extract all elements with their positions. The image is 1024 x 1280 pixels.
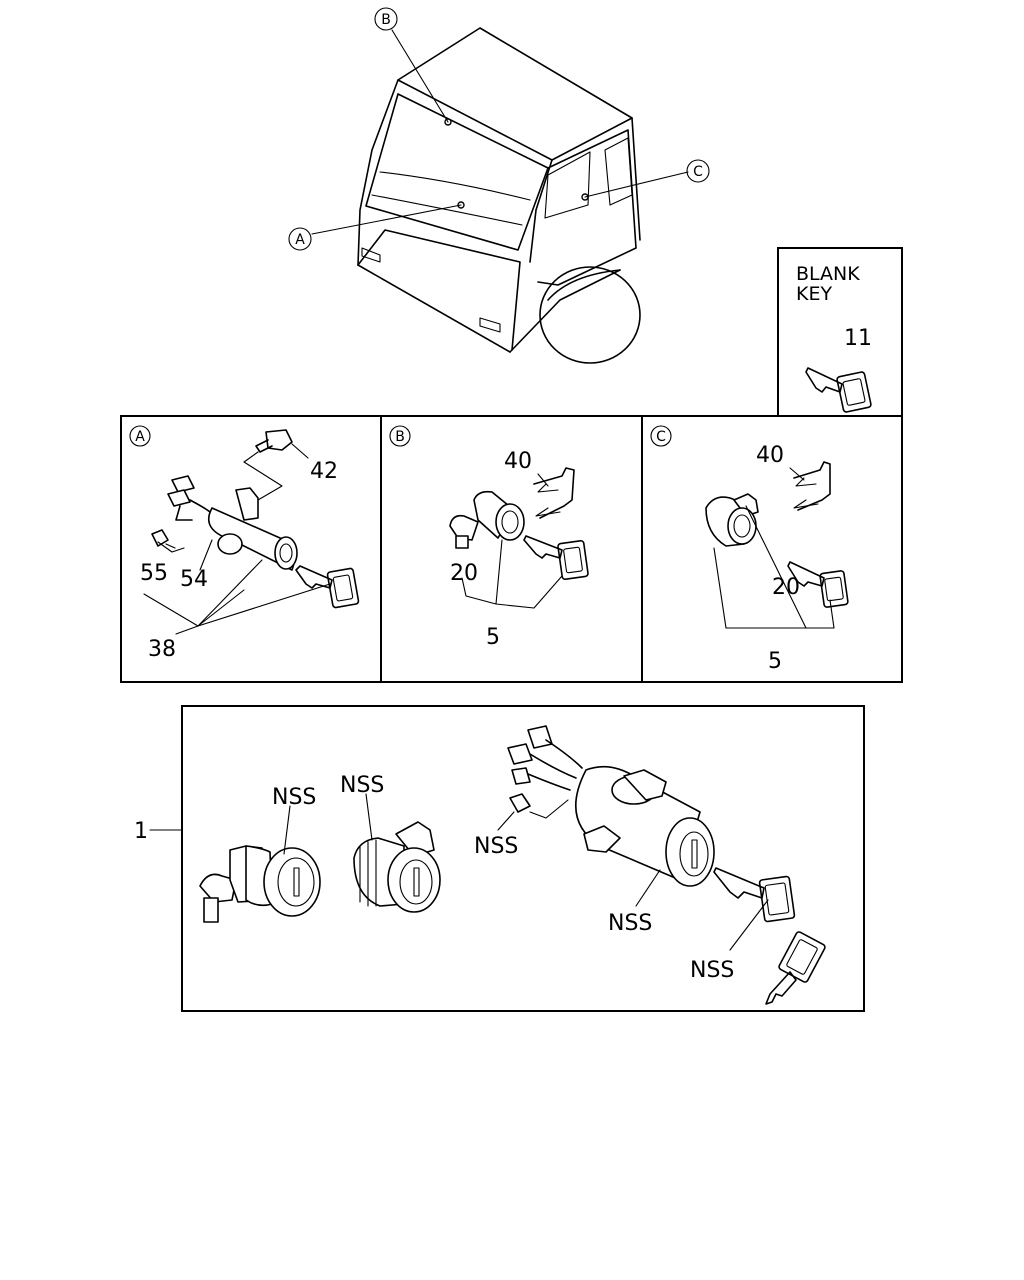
nss-label-3: NSS	[474, 834, 518, 859]
nss-label-4: NSS	[608, 911, 652, 936]
key-icon	[295, 565, 360, 609]
part-label-11: 11	[844, 326, 872, 351]
part-label-54: 54	[180, 567, 208, 592]
svg-text:C: C	[693, 164, 703, 180]
detail-view-b: B 40 20 5	[389, 425, 589, 650]
view-callout-b: B	[374, 7, 398, 31]
part-label-1: 1	[134, 819, 148, 844]
key-icon	[523, 535, 589, 581]
key-icon	[787, 561, 849, 608]
view-callout-c: C	[686, 159, 710, 183]
part-label-55: 55	[140, 561, 168, 586]
nss-label-1: NSS	[272, 785, 316, 810]
detail-view-c: C 40 20 5	[650, 425, 849, 674]
key-icon	[805, 367, 872, 413]
view-callout-a: A	[288, 227, 312, 251]
svg-text:B: B	[395, 429, 405, 445]
key-icon	[765, 931, 826, 1005]
nss-label-2: NSS	[340, 773, 384, 798]
truck-cab-illustration	[311, 27, 689, 364]
part-label-42: 42	[310, 459, 338, 484]
detail-view-a: A 42 55 54	[129, 425, 360, 662]
bolt-icon	[255, 429, 293, 453]
ignition-switch	[507, 725, 715, 887]
blank-key-box: BLANK KEY 11	[777, 247, 903, 417]
door-lock-cylinder-2	[353, 821, 441, 913]
part-label-40: 40	[504, 449, 532, 474]
part-label-5: 5	[768, 649, 782, 674]
svg-text:A: A	[135, 429, 145, 445]
door-lock-cylinder-1	[199, 845, 321, 923]
part-label-5: 5	[486, 625, 500, 650]
blank-key-title-line1: BLANK	[796, 263, 860, 285]
detail-views-frame	[120, 415, 903, 683]
blank-key-title-line2: KEY	[796, 283, 832, 305]
svg-text:C: C	[656, 429, 666, 445]
svg-text:A: A	[295, 232, 305, 248]
svg-text:B: B	[381, 12, 391, 28]
key-icon	[713, 867, 796, 923]
lock-set-assembly: 1	[134, 705, 865, 1012]
nss-label-5: NSS	[690, 958, 734, 983]
part-label-38: 38	[148, 637, 176, 662]
part-label-20: 20	[772, 575, 800, 600]
part-label-40: 40	[756, 443, 784, 468]
part-label-20: 20	[450, 561, 478, 586]
